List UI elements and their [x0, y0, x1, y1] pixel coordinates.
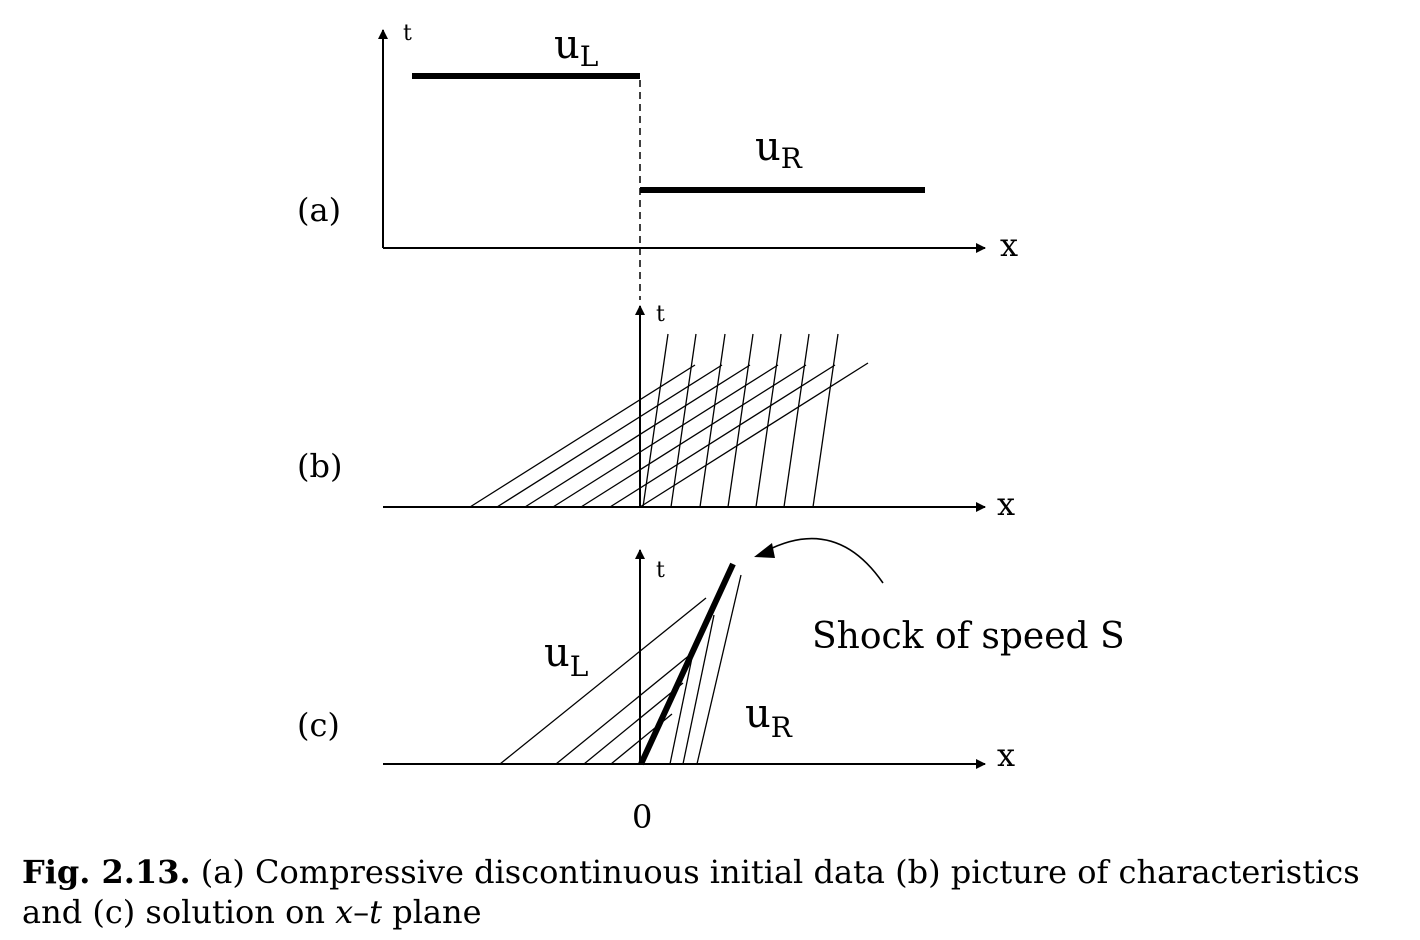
panel-c-t-label: t: [656, 558, 665, 583]
characteristic-left-3: [583, 682, 684, 765]
caption-dash: –: [353, 893, 370, 931]
panel-b: t x (b): [297, 302, 1015, 523]
caption-text-3: plane: [382, 893, 482, 931]
characteristic-right-2: [682, 614, 715, 765]
characteristic-right-1: [669, 647, 695, 765]
characteristic-right-6: [783, 333, 810, 508]
panel-b-t-label: t: [656, 302, 665, 327]
origin-label: 0: [632, 798, 652, 836]
caption-text-1: (a) Compressive discontinuous initial da…: [190, 853, 1360, 891]
panel-b-label: (b): [297, 447, 342, 485]
panel-a-u-right: uR: [755, 124, 803, 175]
caption-var-x: x: [335, 893, 354, 931]
characteristic-left-3: [524, 364, 751, 508]
panel-c-x-label: x: [997, 736, 1015, 774]
characteristic-right-3: [696, 574, 742, 765]
panel-a-t-label: t: [403, 21, 412, 46]
panel-a-u-left: uL: [554, 22, 598, 73]
shock-path: [638, 562, 736, 766]
panel-c-u-right: uR: [745, 691, 793, 744]
characteristic-right-1: [642, 333, 669, 508]
characteristic-right-2: [670, 333, 697, 508]
caption-var-t: t: [369, 893, 383, 931]
characteristic-right-7: [812, 333, 839, 508]
characteristic-left-6: [609, 364, 836, 508]
panel-a-label: (a): [297, 191, 341, 229]
panel-b-x-label: x: [997, 485, 1015, 523]
panel-c-label: (c): [297, 706, 340, 744]
shock-pointer-arrowhead-icon: [754, 543, 775, 558]
panel-c: t x (c) uL uR Shock of speed S: [297, 537, 1125, 774]
shock-pointer-curve: [765, 537, 884, 584]
characteristic-left-2: [496, 364, 723, 508]
characteristic-right-3: [699, 333, 726, 508]
characteristic-left-5: [580, 364, 807, 508]
characteristic-left-1: [499, 597, 707, 765]
figure-caption: Fig. 2.13. (a) Compressive discontinuous…: [22, 852, 1402, 932]
characteristic-right-4: [727, 333, 754, 508]
shock-label: Shock of speed S: [812, 616, 1125, 657]
caption-text-2: and (c) solution on: [22, 893, 336, 931]
characteristic-left-4: [552, 364, 779, 508]
panel-a: t x (a) uL uR: [297, 21, 1018, 300]
characteristic-left-2: [555, 653, 692, 765]
caption-fig-label: Fig. 2.13.: [22, 853, 191, 891]
panel-c-u-left: uL: [544, 630, 588, 683]
characteristic-left-1: [469, 364, 696, 508]
characteristic-right-5: [755, 333, 782, 508]
panel-a-x-label: x: [1000, 226, 1018, 264]
